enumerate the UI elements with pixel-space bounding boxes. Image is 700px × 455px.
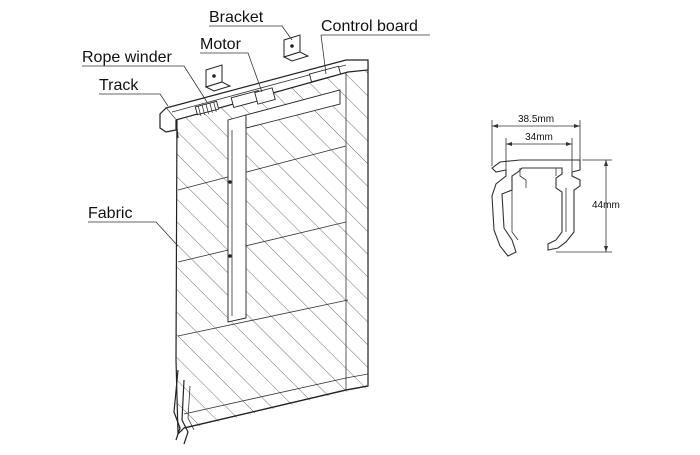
blind-assembly	[159, 34, 369, 445]
fabric-panel	[173, 62, 369, 445]
height-value: 44mm	[592, 200, 620, 211]
rope-winder-part	[194, 100, 220, 116]
dimension-outer-width: 38.5mm	[491, 114, 581, 166]
inner-width-value: 34mm	[525, 132, 553, 143]
label-track: Track	[99, 77, 169, 107]
bracket-right	[282, 34, 310, 62]
rope-winder-label: Rope winder	[82, 49, 173, 66]
label-control-board: Control board	[320, 18, 430, 75]
motor-part	[230, 87, 276, 109]
label-fabric: Fabric	[88, 205, 179, 247]
label-motor: Motor	[200, 36, 263, 93]
control-board-label: Control board	[321, 18, 418, 35]
track-label: Track	[99, 77, 139, 94]
dimension-height: 44mm	[556, 159, 620, 253]
profile-outline	[491, 159, 581, 257]
label-bracket: Bracket	[209, 9, 293, 41]
outer-width-value: 38.5mm	[518, 114, 554, 125]
bracket-label: Bracket	[209, 9, 264, 26]
motor-label: Motor	[200, 36, 242, 53]
bracket-left	[204, 64, 232, 92]
control-board-part	[308, 65, 342, 83]
dimension-inner-width: 34mm	[505, 132, 573, 172]
track-profile	[491, 159, 581, 257]
label-rope-winder: Rope winder	[82, 49, 208, 103]
fabric-label: Fabric	[88, 205, 132, 222]
